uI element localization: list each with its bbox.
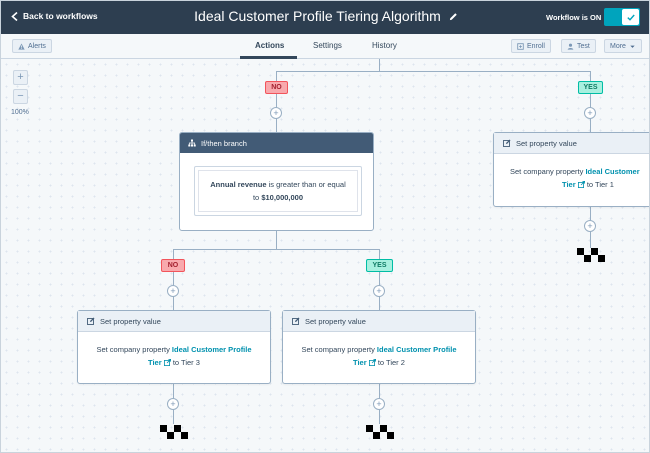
card-prefix: Set company property <box>510 167 584 176</box>
card-prefix: Set company property <box>301 345 375 354</box>
checkered-flag-icon <box>577 248 605 262</box>
workflow-toolbar: Alerts Actions Settings History Enroll T… <box>1 34 649 59</box>
card-suffix: to Tier 3 <box>172 358 200 367</box>
connector-line <box>173 249 379 250</box>
workflow-title[interactable]: Ideal Customer Profile Tiering Algorithm <box>194 8 441 24</box>
condition-property: Annual revenue <box>210 180 267 189</box>
add-action-button[interactable]: + <box>584 220 596 232</box>
more-button[interactable]: More <box>604 39 642 53</box>
branch-no-badge[interactable]: NO <box>265 81 288 94</box>
checkmark-icon <box>626 14 635 21</box>
alert-icon <box>18 42 25 50</box>
connector-line <box>590 71 591 133</box>
property-link[interactable]: Tier <box>353 358 367 367</box>
set-property-card-tier-1[interactable]: Set property value Set company property … <box>493 132 649 207</box>
property-link[interactable]: Tier <box>562 180 576 189</box>
alerts-button[interactable]: Alerts <box>12 39 52 53</box>
add-action-button[interactable]: + <box>167 398 179 410</box>
zoom-in-button[interactable]: + <box>13 70 28 85</box>
back-label: Back to workflows <box>23 11 98 21</box>
card-suffix: to Tier 1 <box>586 180 614 189</box>
card-title: Set property value <box>516 138 577 148</box>
card-title: Set property value <box>305 316 366 326</box>
set-property-card-tier-3[interactable]: Set property value Set company property … <box>77 310 271 384</box>
property-link[interactable]: Ideal Customer Profile <box>171 345 252 354</box>
branch-condition: Annual revenue is greater than or equal … <box>194 166 362 216</box>
header-bar: Back to workflows Ideal Customer Profile… <box>1 1 649 34</box>
enroll-button[interactable]: Enroll <box>511 39 551 53</box>
caret-down-icon <box>630 45 635 48</box>
workflow-status-label: Workflow is ON <box>546 13 602 22</box>
test-icon <box>567 43 574 50</box>
external-link-icon[interactable] <box>577 180 585 189</box>
connector-line <box>276 71 277 133</box>
property-link[interactable]: Tier <box>148 358 162 367</box>
tab-settings[interactable]: Settings <box>313 41 342 50</box>
more-label: More <box>610 42 626 50</box>
edit-property-icon <box>503 139 511 147</box>
branch-yes-badge[interactable]: YES <box>578 81 603 94</box>
add-action-button[interactable]: + <box>270 107 282 119</box>
connector-line <box>173 249 174 310</box>
connector-line <box>276 231 277 249</box>
test-button[interactable]: Test <box>561 39 596 53</box>
condition-value: $10,000,000 <box>261 193 304 202</box>
enroll-icon <box>517 42 524 50</box>
condition-operator: is greater than or equal <box>268 180 346 189</box>
active-tab-indicator <box>240 56 297 59</box>
test-label: Test <box>577 42 590 50</box>
card-title: Set property value <box>100 316 161 326</box>
back-to-workflows-link[interactable]: Back to workflows <box>11 11 98 21</box>
property-link[interactable]: Ideal Customer Profile <box>376 345 457 354</box>
checkered-flag-icon <box>160 425 188 439</box>
branch-yes-badge[interactable]: YES <box>366 259 393 272</box>
branch-title: If/then branch <box>201 138 247 148</box>
connector-line <box>379 249 380 310</box>
edit-property-icon <box>292 317 300 325</box>
pencil-icon[interactable] <box>449 12 458 21</box>
zoom-level: 100% <box>11 109 29 116</box>
external-link-icon[interactable] <box>368 358 376 367</box>
add-action-button[interactable]: + <box>584 107 596 119</box>
connector-line <box>276 71 591 72</box>
branch-icon <box>188 139 196 147</box>
condition-to: to <box>252 193 260 202</box>
add-action-button[interactable]: + <box>373 285 385 297</box>
card-suffix: to Tier 2 <box>377 358 405 367</box>
chevron-left-icon <box>11 11 18 21</box>
tab-actions[interactable]: Actions <box>255 41 285 50</box>
zoom-out-button[interactable]: − <box>13 89 28 104</box>
card-prefix: Set company property <box>96 345 170 354</box>
alerts-label: Alerts <box>28 42 46 50</box>
enroll-label: Enroll <box>527 42 545 50</box>
branch-no-badge[interactable]: NO <box>161 259 185 272</box>
workflow-canvas[interactable] <box>1 59 649 452</box>
connector-line <box>379 59 380 71</box>
add-action-button[interactable]: + <box>373 398 385 410</box>
workflow-on-toggle[interactable] <box>604 8 640 26</box>
tab-history[interactable]: History <box>372 41 397 50</box>
external-link-icon[interactable] <box>163 358 171 367</box>
edit-property-icon <box>87 317 95 325</box>
checkered-flag-icon <box>366 425 394 439</box>
if-then-branch-card[interactable]: If/then branch Annual revenue is greater… <box>179 132 374 231</box>
property-link[interactable]: Ideal Customer <box>585 167 640 176</box>
set-property-card-tier-2[interactable]: Set property value Set company property … <box>282 310 476 384</box>
add-action-button[interactable]: + <box>167 285 179 297</box>
